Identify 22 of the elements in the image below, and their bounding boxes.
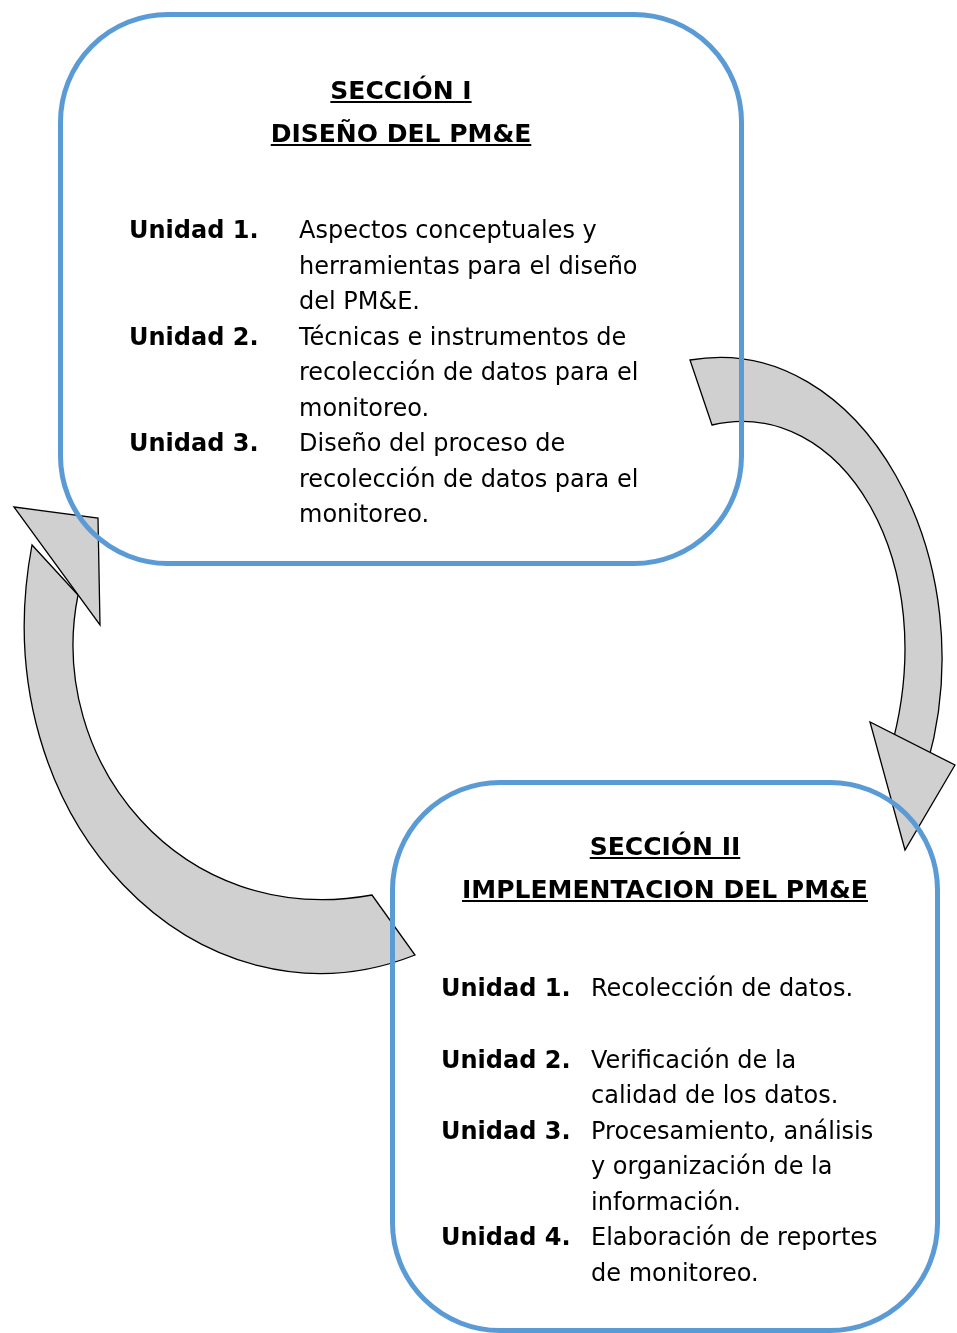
unit-description: Elaboración de reportes de monitoreo. (591, 1222, 879, 1289)
curved-block-arrow (689, 357, 956, 852)
rounded-section-box (58, 12, 744, 566)
section-heading: IMPLEMENTACION DEL PM&E (462, 874, 868, 906)
unit-description: Diseño del proceso de recolección de datos para el monitoreo. (299, 428, 640, 530)
unit-label: Unidad 3. (441, 1115, 571, 1147)
unit-description: Procesamiento, análisis y organización de la información. (591, 1115, 875, 1218)
unit-label: Unidad 1. (441, 973, 571, 1004)
rounded-section-box (390, 780, 940, 1333)
section-heading: SECCIÓN II (589, 830, 741, 863)
unit-description: Aspectos conceptuales y herramientas para el diseño del PM&E. (299, 215, 639, 317)
unit-description: Recolección de datos. (591, 973, 855, 1004)
unit-label: Unidad 2. (129, 321, 259, 353)
curved-block-arrow (12, 506, 416, 974)
unit-description: Verificación de la calidad de los datos. (591, 1044, 840, 1111)
unit-label: Unidad 2. (441, 1044, 571, 1076)
unit-description: Técnicas e instrumentos de recolección de datos para el monitoreo. (299, 321, 640, 424)
unit-label: Unidad 1. (129, 215, 259, 246)
unit-label: Unidad 3. (129, 428, 259, 459)
unit-label: Unidad 4. (441, 1222, 571, 1253)
section-heading: DISEÑO DEL PM&E (270, 118, 532, 150)
section-heading: SECCIÓN I (330, 74, 472, 107)
